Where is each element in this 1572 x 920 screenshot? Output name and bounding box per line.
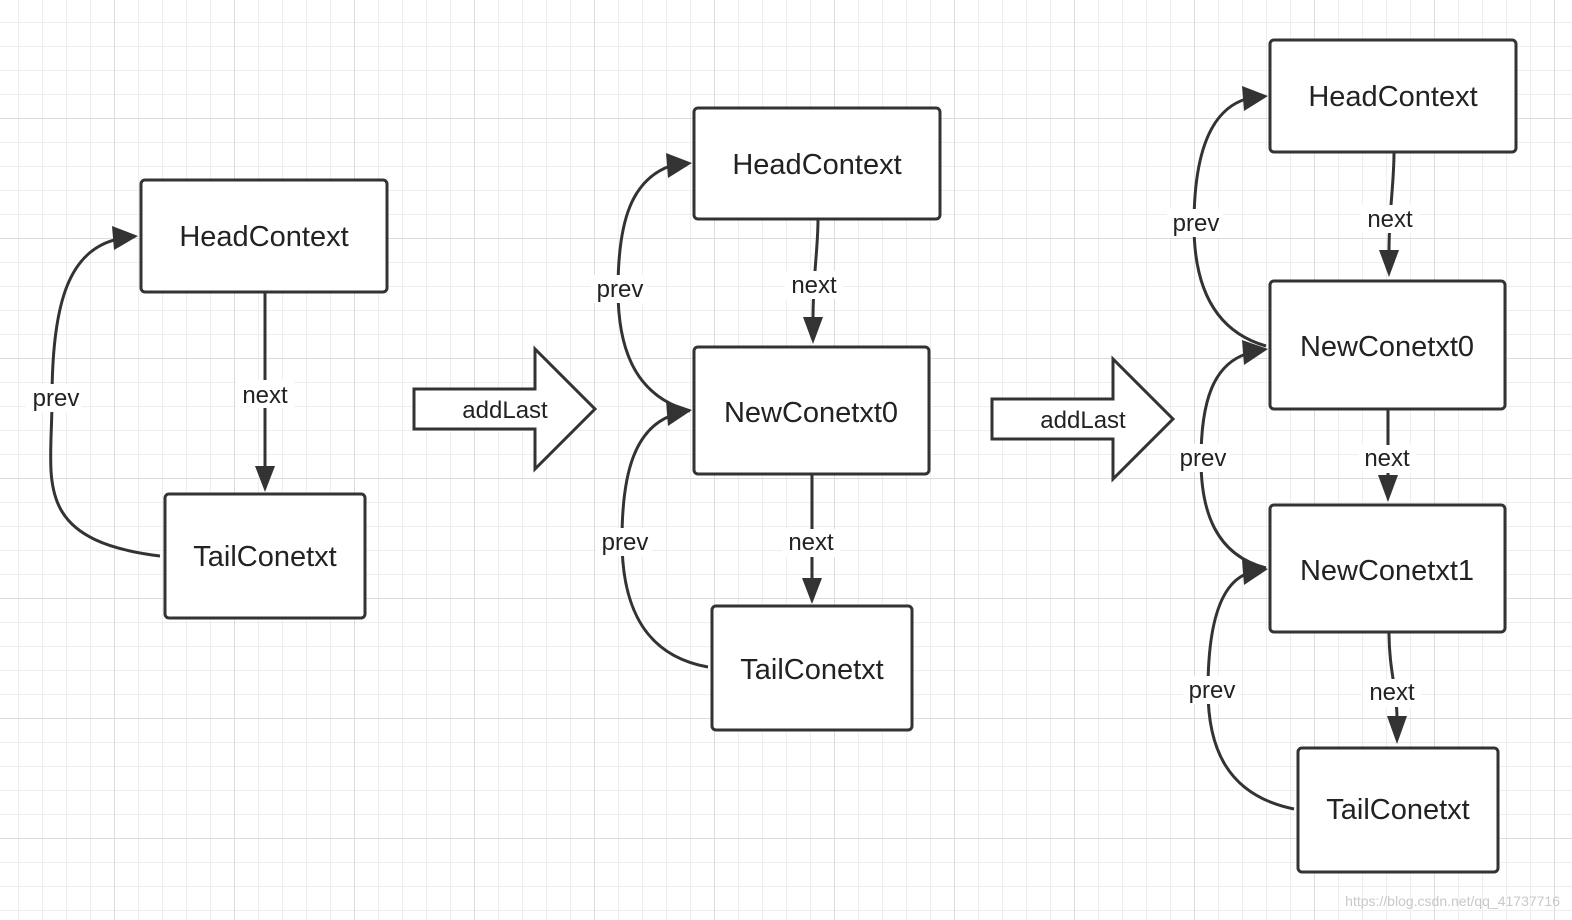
node-head-context: HeadContext [1268,38,1518,154]
edge-prev-tail-to-new1: prev [1183,560,1295,811]
edge-next-head-to-new0: next [1361,151,1419,277]
node-label: HeadContext [179,221,348,253]
node-label: NewConetxt0 [724,397,898,429]
edge-next-new0-to-new1: next [1358,409,1416,502]
edge-label: next [791,272,837,299]
edge-label: prev [597,276,644,303]
node-head-context: HeadContext [692,106,942,221]
transition-arrow-1: addLast [412,345,598,473]
node-new-context-1: NewConetxt1 [1268,503,1507,634]
node-tail-context: TailConetxt [163,492,367,620]
node-head-context: HeadContext [139,178,389,294]
edge-next-new1-to-tail: next [1363,631,1421,744]
edge-label: prev [33,385,80,412]
edge-label: prev [1180,445,1227,472]
node-label: HeadContext [732,149,901,181]
edge-prev-new0-to-head: prev [591,153,692,413]
node-tail-context: TailConetxt [1296,746,1500,874]
node-label: TailConetxt [193,541,336,573]
edge-prev-tail-to-new0: prev [596,401,709,669]
watermark: https://blog.csdn.net/qq_41737716 [1345,893,1560,909]
node-label: TailConetxt [740,654,883,686]
edge-label: next [1369,679,1415,706]
node-label: NewConetxt0 [1300,331,1474,363]
node-label: HeadContext [1308,81,1477,113]
edge-label: next [788,529,834,556]
stage-3: HeadContext NewConetxt0 NewConetxt1 Tail… [1167,38,1518,874]
edge-next: next [236,292,294,492]
node-new-context-0: NewConetxt0 [692,345,931,476]
edge-label: prev [1189,677,1236,704]
node-label: NewConetxt1 [1300,555,1474,587]
transition-label: addLast [462,397,548,424]
transition-arrow-2: addLast [990,355,1176,483]
node-tail-context: TailConetxt [710,604,914,732]
edge-next-head-to-new0: next [785,218,843,344]
edge-label: prev [602,529,649,556]
node-label: TailConetxt [1326,794,1469,826]
edge-label: next [1364,445,1410,472]
edge-prev-new1-to-new0: prev [1174,340,1268,570]
edge-next-new0-to-tail: next [782,474,840,604]
edge-label: next [1367,206,1413,233]
node-new-context-0: NewConetxt0 [1268,279,1507,411]
edge-label: prev [1173,210,1220,237]
stage-1: HeadContext TailConetxt next prev [26,178,389,620]
edge-prev: prev [26,226,161,558]
stage-2: HeadContext NewConetxt0 TailConetxt next… [591,106,942,732]
edge-prev-new0-to-head: prev [1167,86,1268,348]
transition-label: addLast [1040,407,1126,434]
edge-label: next [242,382,288,409]
